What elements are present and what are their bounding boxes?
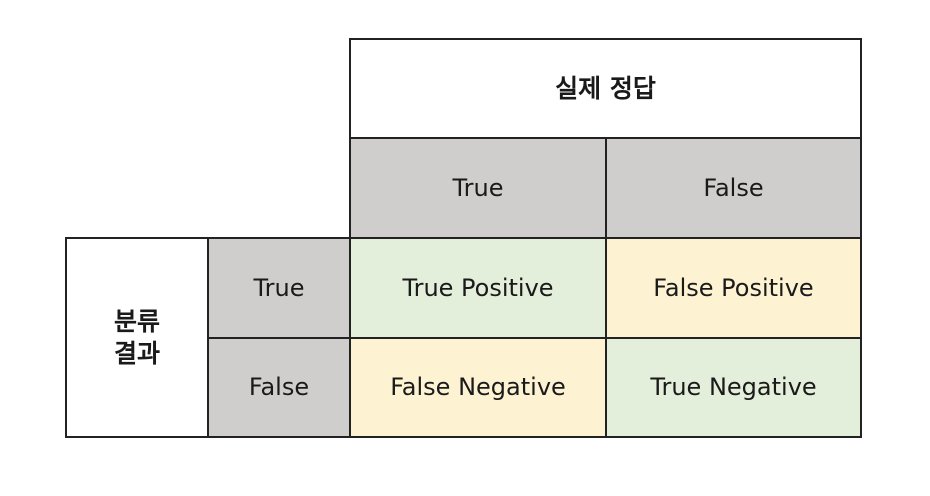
classification-result-label: 분류 결과: [113, 307, 160, 368]
cell-true-negative: True Negative: [605, 337, 862, 438]
classification-result-header: 분류 결과: [65, 237, 209, 438]
column-header-false-label: False: [703, 173, 764, 202]
column-header-true: True: [349, 137, 607, 239]
row-header-true-label: True: [253, 273, 305, 302]
false-positive-label: False Positive: [653, 273, 814, 302]
cell-true-positive: True Positive: [349, 237, 607, 339]
cell-false-negative: False Negative: [349, 337, 607, 438]
true-positive-label: True Positive: [402, 273, 554, 302]
cell-false-positive: False Positive: [605, 237, 862, 339]
actual-answer-label: 실제 정답: [555, 73, 656, 103]
row-header-false: False: [207, 337, 351, 438]
row-header-false-label: False: [248, 373, 310, 402]
column-header-true-label: True: [452, 173, 504, 202]
true-negative-label: True Negative: [650, 373, 817, 402]
column-header-false: False: [605, 137, 862, 239]
actual-answer-header: 실제 정답: [349, 38, 862, 139]
false-negative-label: False Negative: [390, 373, 566, 402]
row-header-true: True: [207, 237, 351, 339]
